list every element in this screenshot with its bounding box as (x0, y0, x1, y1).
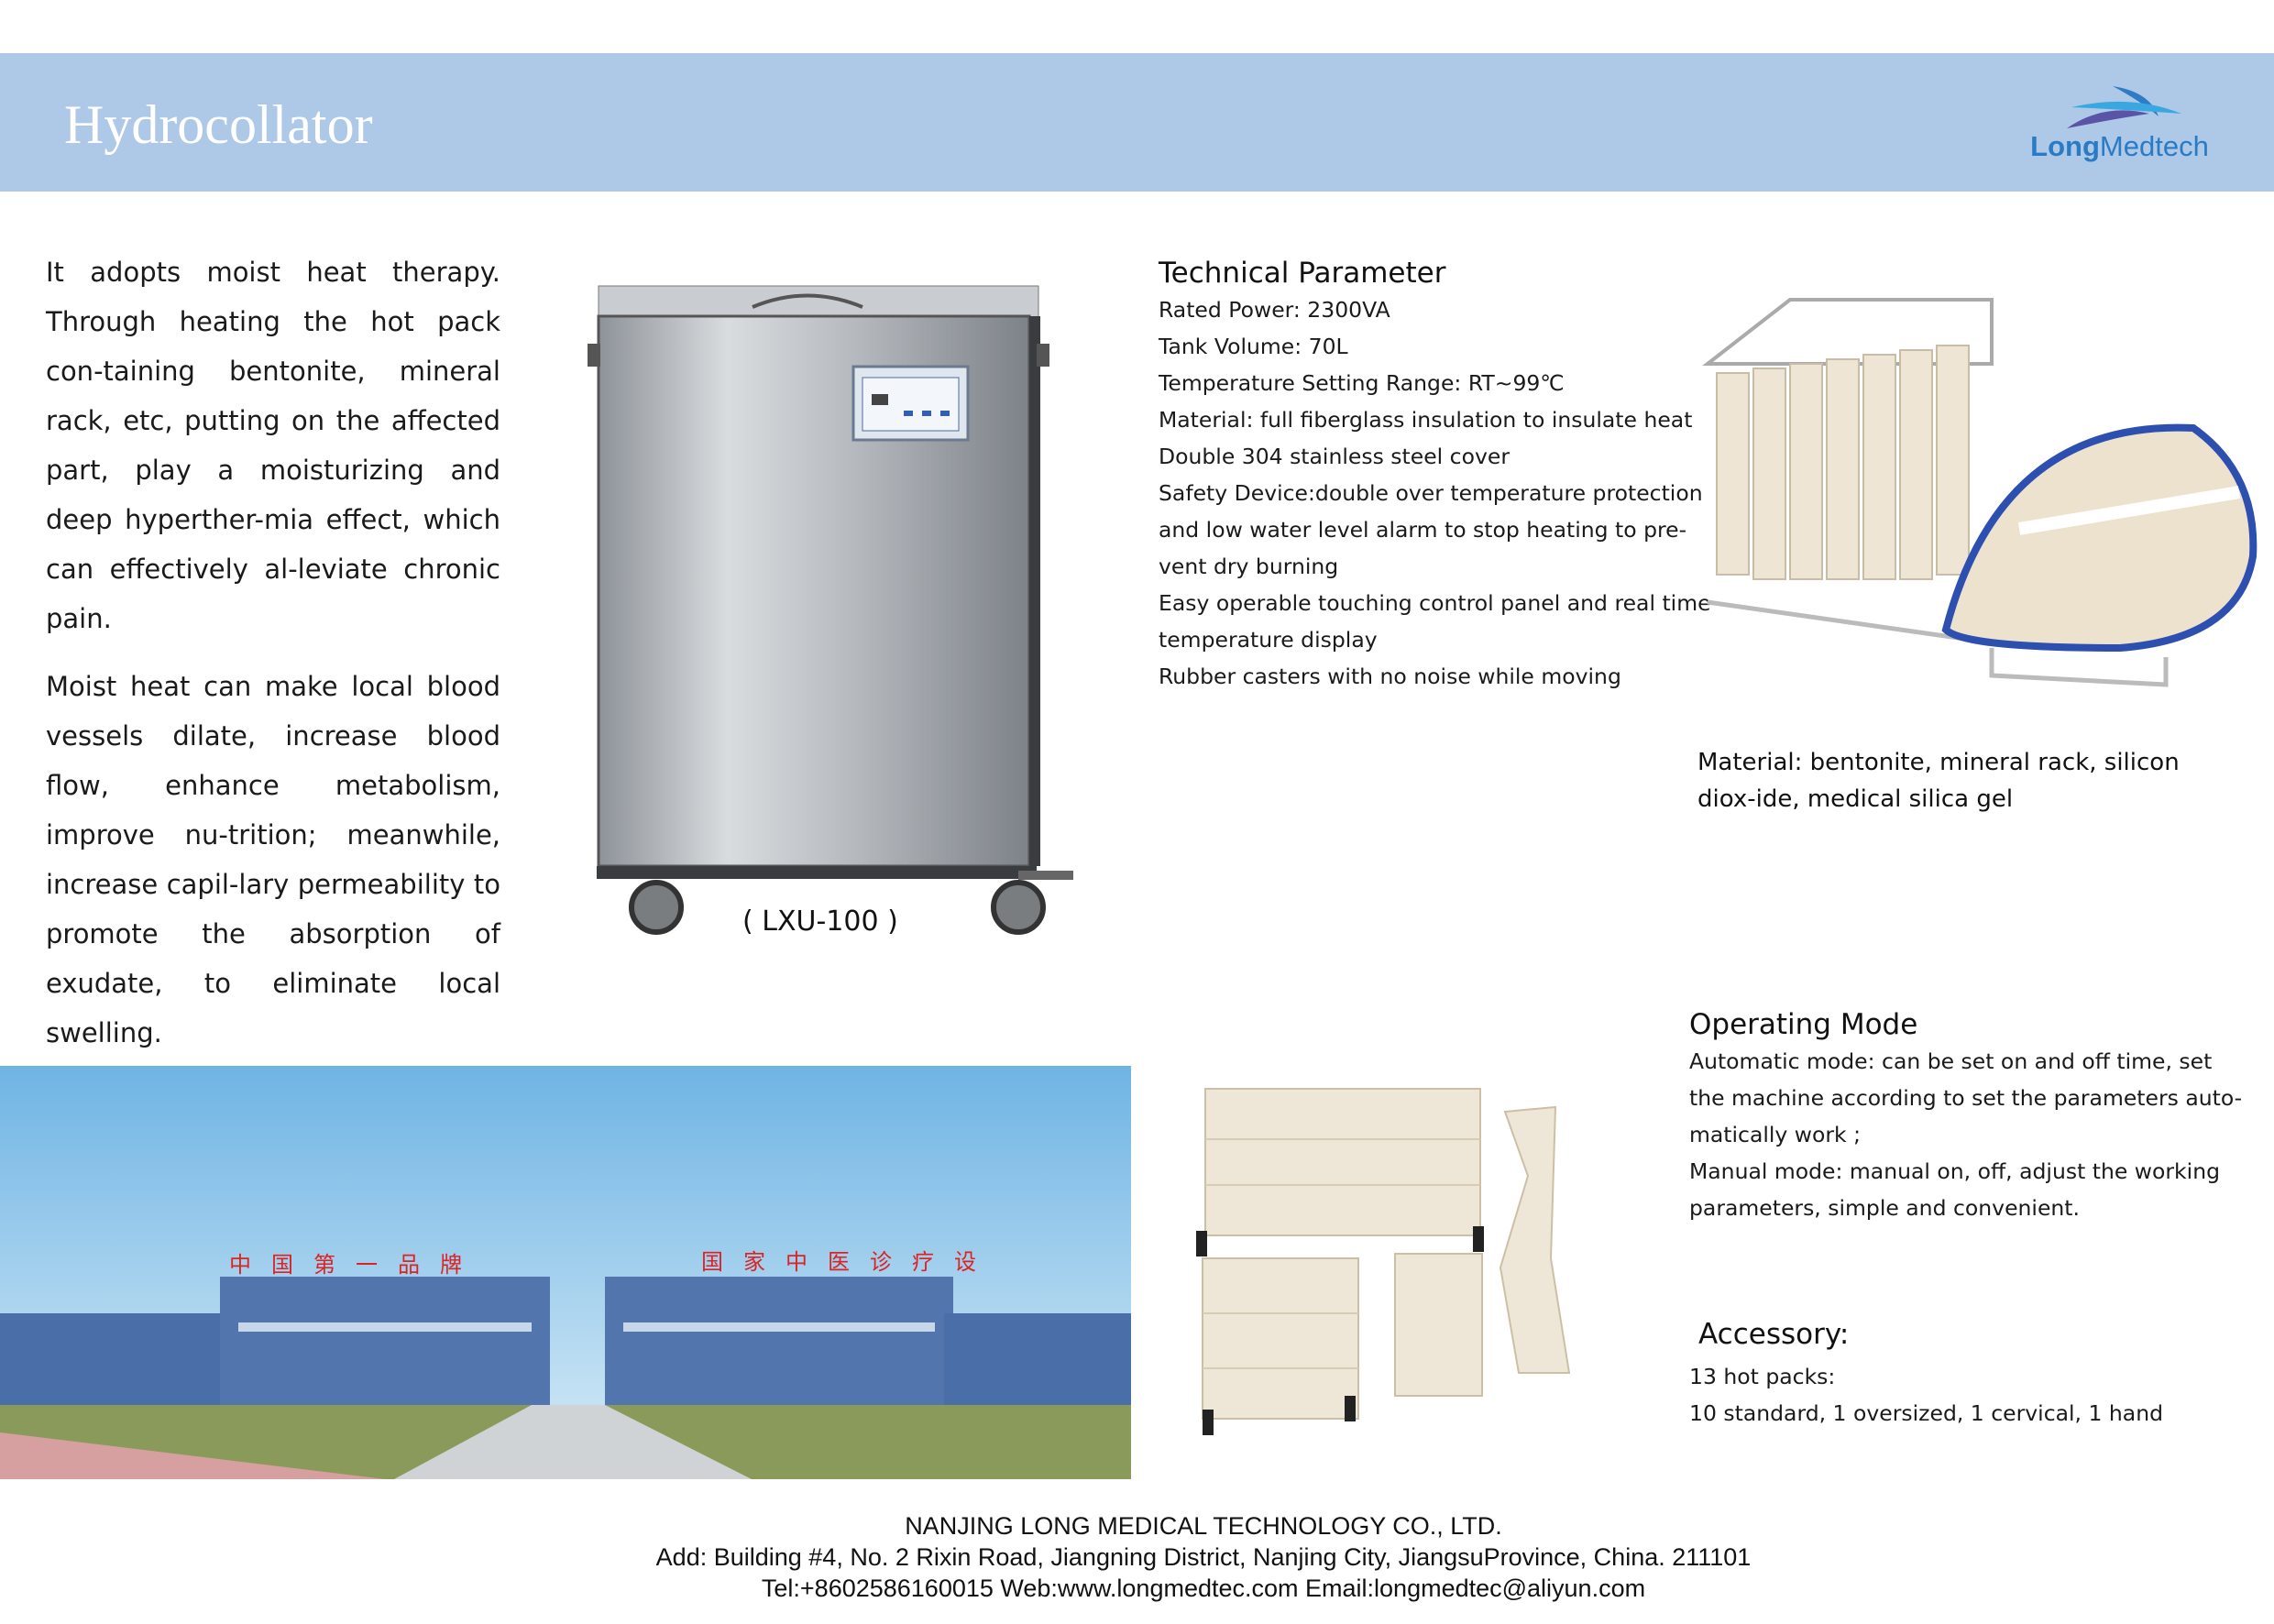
operating-mode-list: Automatic mode: can be set on and off ti… (1689, 1043, 2242, 1226)
accessory-title: Accessory: (1698, 1318, 1850, 1351)
tech-line: Tank Volume: 70L (1159, 334, 1348, 359)
longmedtech-logo: LongMedtech (2021, 75, 2218, 171)
intro-paragraph-2: Moist heat can make local blood vessels … (46, 671, 500, 1048)
operating-line: the machine according to set the paramet… (1689, 1085, 2243, 1111)
tech-line: Easy operable touching control panel and… (1159, 590, 1711, 616)
header-band (0, 53, 2274, 192)
accessory-line: 10 standard, 1 oversized, 1 cervical, 1 … (1689, 1400, 2164, 1426)
factory-sign-left: 中国第一品牌 (229, 1252, 482, 1278)
model-label: ( LXU-100 ) (742, 905, 898, 938)
operating-mode-title: Operating Mode (1689, 1008, 1918, 1041)
factory-photo: 中国第一品牌 国家中医诊疗设 (0, 1066, 1131, 1479)
footer-contact: Tel:+8602586160015 Web:www.longmedtec.co… (761, 1575, 1646, 1602)
bird-logo-icon (2067, 86, 2181, 128)
operating-line: Automatic mode: can be set on and off ti… (1689, 1048, 2213, 1074)
technical-parameter-title: Technical Parameter (1159, 257, 1446, 290)
hydrocollator-machine-image (588, 275, 1078, 944)
accessory-list: 13 hot packs: 10 standard, 1 oversized, … (1689, 1358, 2163, 1432)
tech-line: Double 304 stainless steel cover (1159, 444, 1510, 469)
tech-line: Rated Power: 2300VA (1159, 297, 1390, 323)
tech-line: Temperature Setting Range: RT~99℃ (1159, 370, 1565, 396)
footer-company: NANJING LONG MEDICAL TECHNOLOGY CO., LTD… (905, 1512, 1502, 1540)
logo-text-regular: Medtech (2099, 130, 2209, 162)
intro-paragraph-1: It adopts moist heat therapy. Through he… (46, 257, 500, 634)
footer: NANJING LONG MEDICAL TECHNOLOGY CO., LTD… (0, 1510, 2274, 1604)
hot-packs-image (1189, 1066, 1610, 1451)
operating-line: matically work ; (1689, 1122, 1862, 1147)
factory-sign-right: 国家中医诊疗设 (701, 1249, 996, 1275)
tech-line: Material: full fiberglass insulation to … (1159, 407, 1693, 433)
tech-line: vent dry burning (1159, 554, 1339, 579)
hot-pack-rack-image (1689, 254, 2262, 698)
tech-line: Safety Device:double over temperature pr… (1159, 480, 1703, 506)
operating-line: Manual mode: manual on, off, adjust the … (1689, 1158, 2221, 1184)
page-title: Hydrocollator (64, 94, 373, 155)
footer-address: Add: Building #4, No. 2 Rixin Road, Jian… (655, 1543, 1752, 1571)
tech-line: and low water level alarm to stop heatin… (1159, 517, 1687, 543)
technical-parameter-list: Rated Power: 2300VA Tank Volume: 70L Tem… (1159, 291, 1711, 695)
logo-text-bold: Long (2030, 130, 2100, 162)
tech-line: temperature display (1159, 627, 1378, 653)
operating-line: parameters, simple and convenient. (1689, 1195, 2080, 1221)
accessory-line: 13 hot packs: (1689, 1364, 1836, 1389)
hot-pack-material-caption: Material: bentonite, mineral rack, silic… (1697, 749, 2180, 813)
tech-line: Rubber casters with no noise while movin… (1159, 664, 1621, 689)
